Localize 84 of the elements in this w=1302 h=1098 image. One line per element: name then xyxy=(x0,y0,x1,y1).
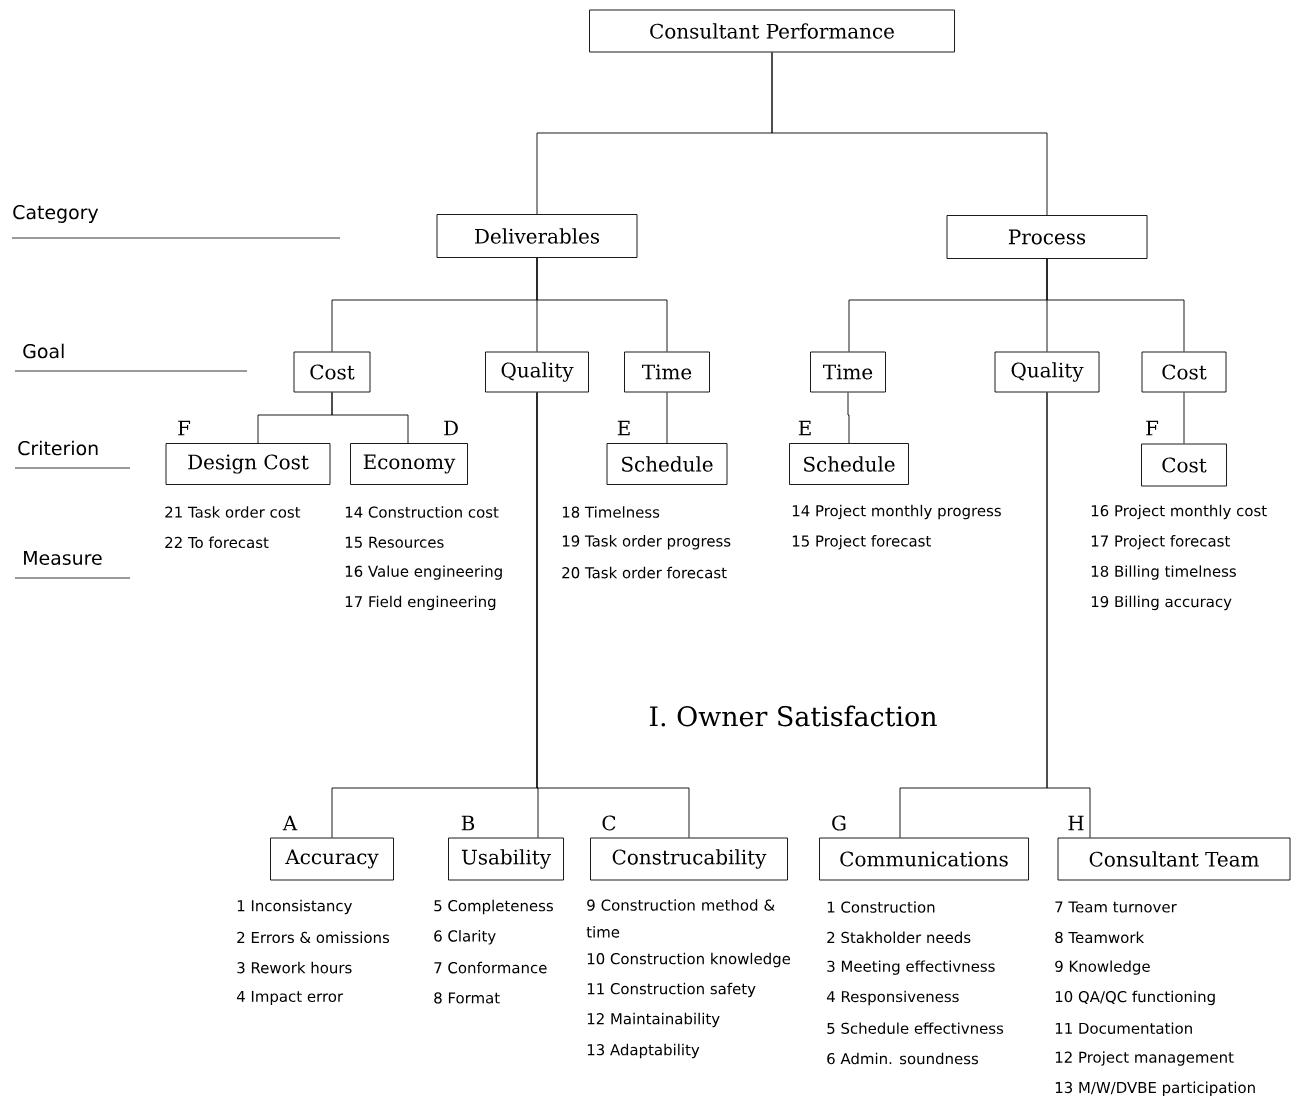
measure-text: 6 Admin. soundness xyxy=(827,1052,979,1065)
measure-text: 20 Task order forecast xyxy=(562,566,727,579)
measure-text: 9 Construction method & time xyxy=(586,899,775,938)
measure-text: 15 Project forecast xyxy=(792,535,931,550)
measure-text: 5 Completeness xyxy=(434,899,553,915)
measure-text: 11 Documentation xyxy=(1055,1022,1192,1034)
measure-text: 17 Project forecast xyxy=(1091,535,1230,550)
measure-text: 9 Knowledge xyxy=(1055,960,1150,975)
measure-text: 13 Adaptability xyxy=(587,1043,700,1059)
measure-text: 12 Project management xyxy=(1055,1051,1234,1066)
goal-box: Cost xyxy=(293,351,371,393)
measure-text: 13 M/W/DVBE participation xyxy=(1055,1081,1255,1097)
criterion-letter: C xyxy=(602,815,616,831)
criterion-letter: A xyxy=(282,815,298,831)
criterion-box: Schedule xyxy=(606,443,728,485)
criterion-box: Schedule xyxy=(789,443,909,485)
criterion-box: Communications xyxy=(819,837,1029,881)
level-label: Measure xyxy=(24,551,102,566)
criterion-letter: B xyxy=(461,815,475,831)
measure-text: 18 Billing timelness xyxy=(1091,565,1236,580)
connector-line xyxy=(1046,258,1185,352)
connector-line xyxy=(666,392,668,444)
measure-text: 2 Stakholder needs xyxy=(827,931,971,944)
measure-text: 3 Meeting effectivness xyxy=(827,960,995,975)
goal-box: Quality xyxy=(485,351,589,393)
measure-text: 8 Teamwork xyxy=(1055,931,1145,944)
criterion-box: Construcability xyxy=(590,837,788,881)
category-box: Process xyxy=(946,215,1148,259)
criterion-letter: F xyxy=(178,420,191,436)
goal-box: Time xyxy=(624,351,710,393)
criterion-box: Usability xyxy=(448,837,564,881)
measure-text: 19 Task order progress xyxy=(562,535,731,550)
measure-text: 15 Resources xyxy=(345,536,444,548)
measure-text: 10 QA/QC functioning xyxy=(1055,990,1215,1006)
connector-line xyxy=(536,392,690,838)
connector-line xyxy=(536,257,668,352)
root-box: Consultant Performance xyxy=(589,9,955,53)
measure-text: 14 Construction cost xyxy=(345,506,499,518)
connector-line xyxy=(771,52,1048,216)
criterion-letter: D xyxy=(444,420,458,436)
measure-text: 7 Team turnover xyxy=(1055,901,1177,913)
measure-text: 14 Project monthly progress xyxy=(792,504,1001,520)
connector-line xyxy=(1046,392,1091,838)
connector-line xyxy=(847,392,850,444)
measure-text: 19 Billing accuracy xyxy=(1091,595,1232,611)
measure-text: 18 Timelness xyxy=(562,506,660,518)
level-label: Goal xyxy=(23,343,64,359)
measure-text: 16 Project monthly cost xyxy=(1091,504,1267,520)
criterion-letter: H xyxy=(1068,815,1084,831)
measure-text: 1 Construction xyxy=(827,901,935,913)
criterion-letter: E xyxy=(617,420,630,436)
criterion-letter: G xyxy=(832,815,846,831)
measure-text: 1 Inconsistancy xyxy=(237,899,352,915)
measure-text: 4 Responsiveness xyxy=(826,990,959,1006)
measure-text: 16 Value engineering xyxy=(345,565,502,580)
criterion-box: Cost xyxy=(1141,443,1227,487)
criterion-box: Economy xyxy=(350,443,468,485)
goal-box: Quality xyxy=(994,351,1100,393)
measure-text: 8 Format xyxy=(434,992,500,1004)
level-label: Criterion xyxy=(18,440,98,456)
criterion-box: Design Cost xyxy=(165,443,331,485)
measure-text: 4 Impact error xyxy=(236,990,344,1005)
measure-text: 3 Rework hours xyxy=(237,961,352,974)
measure-text: 7 Conformance xyxy=(434,961,547,974)
level-label: Category xyxy=(13,205,99,223)
measure-text: 2 Errors & omissions xyxy=(237,931,390,944)
diagram-title: I. Owner Satisfaction xyxy=(649,705,937,727)
connector-line xyxy=(331,392,409,444)
measure-text: 12 Maintainability xyxy=(587,1012,720,1028)
connector-line xyxy=(1183,392,1185,444)
criterion-box: Consultant Team xyxy=(1057,837,1291,881)
measure-text: 21 Task order cost xyxy=(165,506,301,518)
criterion-letter: F xyxy=(1146,420,1159,436)
goal-box: Cost xyxy=(1141,351,1227,393)
measure-text: 11 Construction safety xyxy=(587,982,756,998)
goal-box: Time xyxy=(810,351,886,393)
criterion-letter: E xyxy=(798,420,811,436)
measure-text: 6 Clarity xyxy=(434,930,496,945)
measure-text: 17 Field engineering xyxy=(345,595,496,611)
criterion-box: Accuracy xyxy=(270,837,394,881)
category-box: Deliverables xyxy=(436,214,638,258)
measure-text: 5 Schedule effectivness xyxy=(827,1022,1004,1034)
measure-text: 22 To forecast xyxy=(165,536,269,549)
measure-text: 10 Construction knowledge xyxy=(587,952,791,968)
